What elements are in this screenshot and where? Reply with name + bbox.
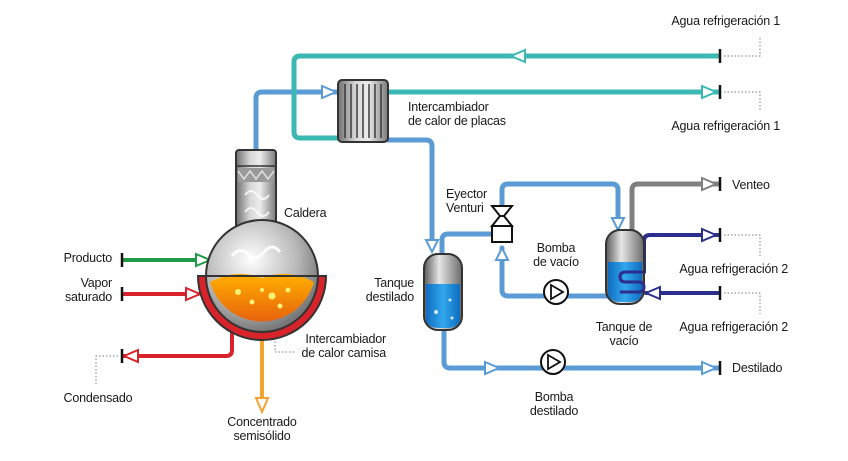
arrow-icon bbox=[701, 84, 719, 100]
distillate-line bbox=[441, 325, 721, 371]
arrow-icon bbox=[643, 285, 661, 301]
label-tanque-destilado: Tanque destilado bbox=[365, 276, 414, 304]
plate-heat-exchanger-icon bbox=[337, 79, 389, 143]
arrow-icon bbox=[424, 239, 440, 255]
label-bomba-vacio: Bomba de vacío bbox=[533, 241, 579, 269]
label-vapor-saturado: Vapor saturado bbox=[64, 276, 112, 304]
steam-condensate-line bbox=[122, 316, 234, 358]
boiler-icon bbox=[196, 149, 328, 341]
label-intercambiador-placas: Intercambiador de calor de placas bbox=[408, 100, 506, 128]
arrow-icon bbox=[610, 217, 626, 233]
vacuum-pump-icon bbox=[543, 279, 569, 305]
arrow-icon bbox=[195, 252, 213, 268]
condensate-line bbox=[385, 137, 435, 249]
label-condensado: Condensado bbox=[63, 391, 133, 405]
vacuum-tank-icon bbox=[605, 229, 646, 305]
label-agua-refrigeracion-1-out: Agua refrigeración 1 bbox=[671, 119, 780, 133]
arrow-icon bbox=[484, 360, 502, 376]
cooling-water-1-in bbox=[291, 53, 721, 141]
distillate-tank-icon bbox=[423, 253, 463, 331]
arrow-icon bbox=[508, 48, 526, 64]
arrow-icon bbox=[701, 227, 719, 243]
arrow-icon bbox=[701, 176, 719, 192]
venturi-ejector-icon bbox=[489, 205, 515, 243]
label-caldera: Caldera bbox=[284, 206, 327, 220]
arrow-icon bbox=[121, 348, 139, 364]
arrow-icon bbox=[254, 397, 270, 415]
distillate-pump-icon bbox=[540, 349, 566, 375]
ejector-recirculation bbox=[499, 181, 621, 227]
label-bomba-destilado: Bomba destilado bbox=[529, 390, 579, 418]
label-agua-refrigeracion-1-in: Agua refrigeración 1 bbox=[671, 14, 780, 28]
vacuum-pump-line bbox=[499, 245, 611, 299]
arrow-icon bbox=[701, 360, 719, 376]
label-tanque-vacio: Tanque de vacío bbox=[595, 320, 653, 348]
label-destilado: Destilado bbox=[732, 361, 783, 375]
label-agua-refrigeracion-2-out: Agua refrigeración 2 bbox=[679, 320, 788, 334]
label-intercambiador-camisa: Intercambiador de calor camisa bbox=[301, 332, 386, 360]
ejector-suction-line bbox=[439, 231, 493, 259]
arrow-icon bbox=[494, 245, 510, 261]
arrow-icon bbox=[185, 286, 203, 302]
arrow-icon bbox=[321, 84, 339, 100]
label-venteo: Venteo bbox=[732, 178, 770, 192]
vent-line bbox=[629, 181, 721, 233]
label-eyector-venturi: Eyector Venturi bbox=[446, 187, 487, 215]
label-producto: Producto bbox=[63, 251, 113, 265]
label-concentrado-semisolido: Concentrado semisólido bbox=[227, 415, 297, 443]
label-agua-refrigeracion-2-in: Agua refrigeración 2 bbox=[679, 262, 788, 276]
vapor-line bbox=[253, 89, 341, 153]
